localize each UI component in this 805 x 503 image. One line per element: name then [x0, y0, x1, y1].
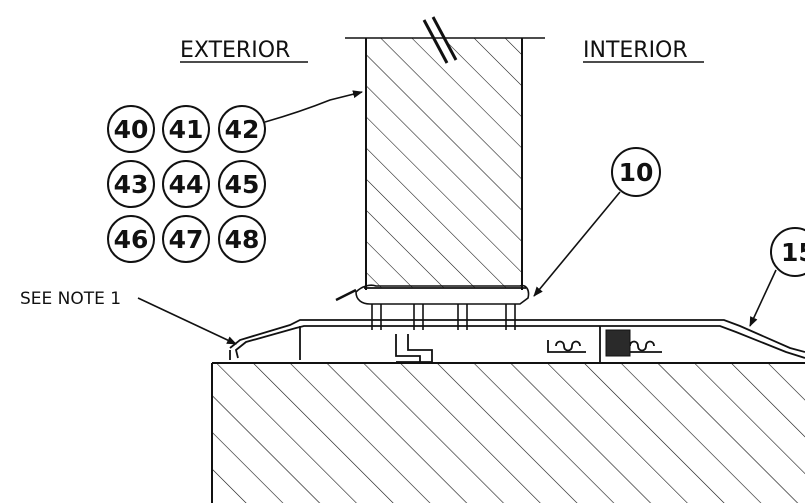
svg-text:47: 47	[169, 225, 204, 254]
svg-text:48: 48	[225, 225, 260, 254]
see-note-label: SEE NOTE 1	[20, 289, 121, 309]
callout-42: 42	[218, 105, 266, 153]
callout-44: 44	[162, 160, 210, 208]
svg-text:46: 46	[114, 225, 149, 254]
setting-block-assembly	[335, 284, 530, 330]
callout-48: 48	[218, 215, 266, 263]
leader-15	[749, 269, 777, 327]
svg-text:44: 44	[169, 170, 204, 199]
svg-text:45: 45	[225, 170, 260, 199]
callout-47: 47	[162, 215, 210, 263]
gasket-block	[605, 329, 631, 357]
substrate-base	[211, 362, 805, 503]
leader-10	[533, 191, 621, 297]
callout-10: 10	[611, 147, 661, 197]
exterior-label: EXTERIOR	[180, 38, 290, 63]
glass-panel	[364, 38, 526, 290]
leader-see-note	[137, 297, 237, 345]
callout-41: 41	[162, 105, 210, 153]
callout-15: 15	[770, 227, 805, 277]
svg-text:15: 15	[781, 238, 805, 267]
sill-frame	[229, 319, 805, 364]
svg-text:40: 40	[114, 115, 149, 144]
callout-46: 46	[107, 215, 155, 263]
break-mark	[422, 16, 458, 64]
svg-text:41: 41	[169, 115, 204, 144]
svg-text:10: 10	[619, 158, 654, 187]
callout-40: 40	[107, 105, 155, 153]
leader-42	[264, 90, 363, 123]
callout-43: 43	[107, 160, 155, 208]
interior-label: INTERIOR	[583, 38, 688, 63]
svg-text:42: 42	[225, 115, 260, 144]
callout-grid: 40 41 42 43 44 45 46 47 48	[107, 105, 266, 263]
callout-45: 45	[218, 160, 266, 208]
svg-text:43: 43	[114, 170, 149, 199]
